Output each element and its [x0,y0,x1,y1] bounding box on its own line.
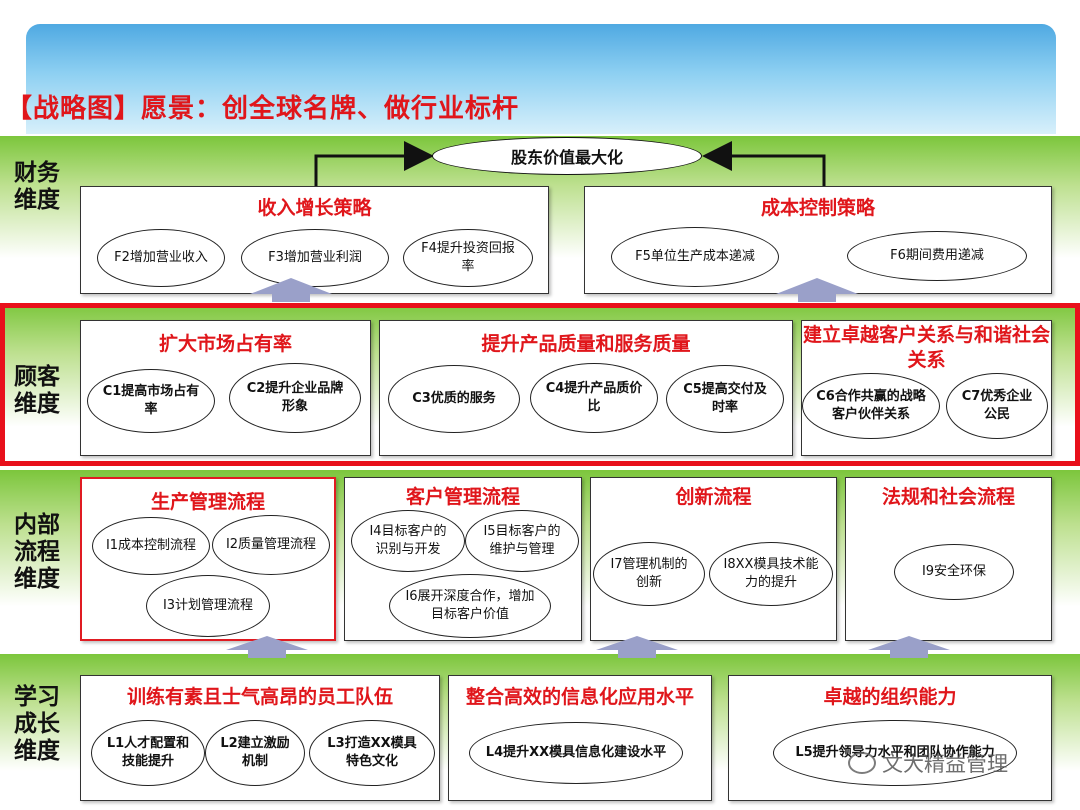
dimension-label-customer: 顾客 维度 [14,364,60,417]
objective-oval: I6展开深度合作，增加目标客户价值 [389,574,551,638]
page-title: 【战略图】愿景：创全球名牌、做行业标杆 [6,94,520,124]
dimension-label-internal: 内部 流程 维度 [14,512,60,592]
watermark: 文大精益管理 [848,748,1008,778]
objective-oval: C4提升产品质价比 [530,363,658,433]
box-title: 成本控制策略 [760,197,875,219]
objective-oval: L1人才配置和技能提升 [91,720,205,786]
box-title: 法规和社会流程 [881,486,1015,508]
box-market-share: 扩大市场占有率 C1提高市场占有率 C2提升企业品牌形象 [80,320,371,456]
objective-oval: I8XX模具技术能力的提升 [709,542,833,606]
box-title: 扩大市场占有率 [158,333,292,355]
dimension-label-financial: 财务 维度 [14,160,60,213]
up-arrow [250,278,332,302]
objective-oval: I5目标客户的维护与管理 [465,510,579,572]
header-banner [26,24,1056,134]
objective-oval: C3优质的服务 [388,365,520,433]
objective-oval: L5提升领导力水平和团队协作能力 [773,720,1017,786]
objective-oval: C7优秀企业公民 [946,373,1048,439]
box-title: 提升产品质量和服务质量 [481,333,691,355]
objective-oval: L4提升XX模具信息化建设水平 [469,722,683,784]
watermark-text: 文大精益管理 [882,752,1008,776]
objective-oval: C2提升企业品牌形象 [229,363,361,433]
box-title: 客户管理流程 [405,486,520,508]
dimension-label-learning: 学习 成长 维度 [14,684,60,764]
box-quality: 提升产品质量和服务质量 C3优质的服务 C4提升产品质价比 C5提高交付及时率 [379,320,793,456]
box-production: 生产管理流程 I1成本控制流程 I2质量管理流程 I3计划管理流程 [80,477,336,641]
box-regulation: 法规和社会流程 I9安全环保 [845,477,1052,641]
box-client-management: 客户管理流程 I4目标客户的识别与开发 I5目标客户的维护与管理 I6展开深度合… [344,477,582,641]
objective-oval: I9安全环保 [894,544,1014,600]
objective-oval: I1成本控制流程 [92,517,210,575]
objective-oval: F5单位生产成本递减 [611,227,779,287]
objective-oval: F4提升投资回报率 [403,229,533,287]
box-title: 建立卓越客户关系与和谐社会关系 [802,324,1050,371]
objective-oval: I4目标客户的识别与开发 [351,510,465,572]
up-arrow [596,636,678,658]
box-title: 整合高效的信息化应用水平 [465,686,694,708]
objective-oval: F3增加营业利润 [241,229,389,287]
box-title: 训练有素且士气高昂的员工队伍 [126,686,393,708]
objective-oval: L2建立激励机制 [205,720,305,786]
box-relations: 建立卓越客户关系与和谐社会关系 C6合作共赢的战略客户伙伴关系 C7优秀企业公民 [801,320,1052,456]
box-revenue-strategy: 收入增长策略 F2增加营业收入 F3增加营业利润 F4提升投资回报率 [80,186,549,294]
box-organization: 卓越的组织能力 L5提升领导力水平和团队协作能力 [728,675,1052,801]
box-informatization: 整合高效的信息化应用水平 L4提升XX模具信息化建设水平 [448,675,712,801]
box-cost-strategy: 成本控制策略 F5单位生产成本递减 F6期间费用递减 [584,186,1052,294]
up-arrow [226,636,308,658]
goal-shareholder-value: 股东价值最大化 [432,137,702,175]
objective-oval: C1提高市场占有率 [87,369,215,433]
objective-oval: C5提高交付及时率 [666,365,784,433]
box-title: 收入增长策略 [257,197,372,219]
objective-oval: I7管理机制的创新 [593,542,705,606]
up-arrow [776,278,858,302]
box-title: 生产管理流程 [150,491,265,513]
objective-oval: I2质量管理流程 [212,515,330,575]
box-title: 创新流程 [675,486,752,508]
objective-oval: F2增加营业收入 [97,229,225,287]
objective-oval: F6期间费用递减 [847,231,1027,281]
up-arrow [868,636,950,658]
objective-oval: L3打造XX模具特色文化 [309,720,435,786]
objective-oval: C6合作共赢的战略客户伙伴关系 [802,373,940,439]
box-staff: 训练有素且士气高昂的员工队伍 L1人才配置和技能提升 L2建立激励机制 L3打造… [80,675,440,801]
box-innovation: 创新流程 I7管理机制的创新 I8XX模具技术能力的提升 [590,477,837,641]
objective-oval: I3计划管理流程 [146,575,270,637]
box-title: 卓越的组织能力 [823,686,957,708]
goal-connector [314,141,826,188]
wechat-icon [848,752,876,774]
